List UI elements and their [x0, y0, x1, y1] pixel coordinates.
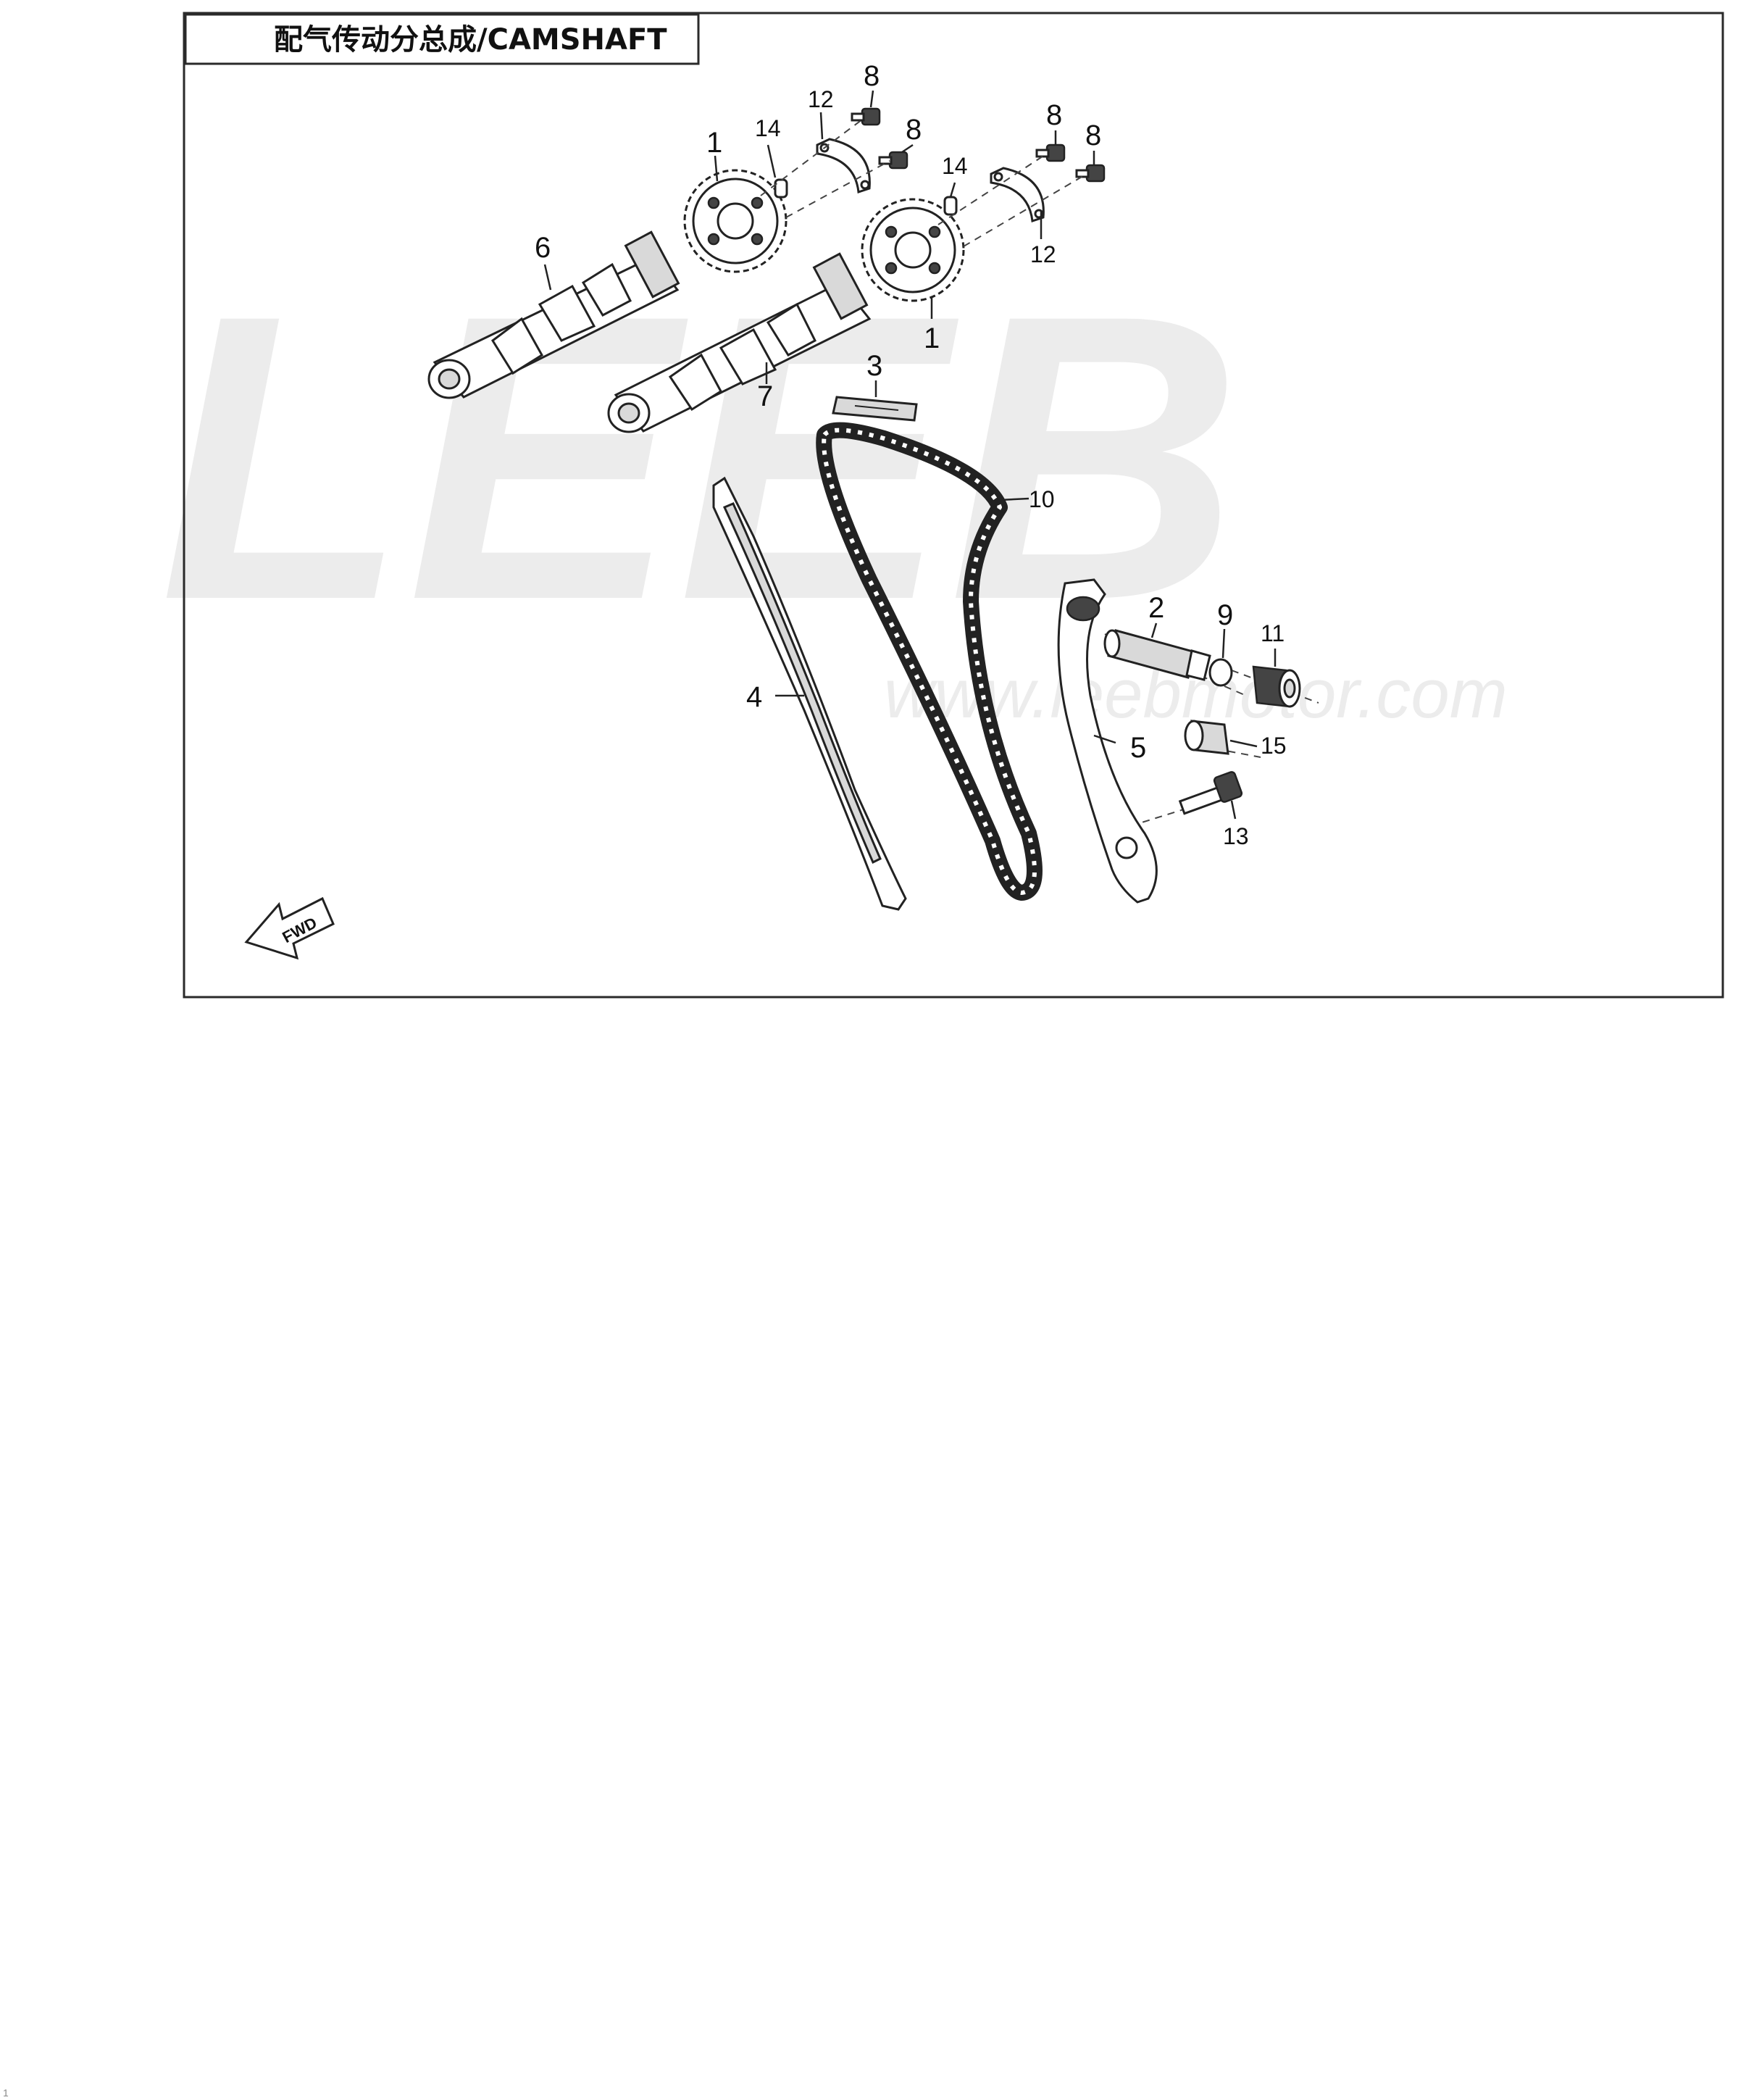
- cam-sprocket-1-upper: [683, 169, 788, 273]
- callout-4: 4: [746, 681, 762, 713]
- watermark: LEEB www.leebmotor.com: [159, 230, 1508, 733]
- plate-12-lower: [990, 167, 1045, 223]
- callouts: 1 1 2 3 4 5 6 7 8 8 8 8 9 10 11 12 12 13…: [535, 60, 1287, 849]
- leader-lines: [543, 90, 1277, 820]
- callout-1-upper: 1: [706, 127, 722, 159]
- assembly-dash-lines: [760, 119, 1319, 827]
- bolt-8-c: [1035, 143, 1066, 162]
- collar-11: [1252, 665, 1301, 708]
- sleeve-15: [1184, 720, 1229, 755]
- callout-6: 6: [535, 232, 551, 264]
- callout-11: 11: [1261, 620, 1285, 646]
- callout-12-lower: 12: [1030, 241, 1056, 267]
- callout-1-lower: 1: [924, 322, 940, 354]
- chain-guide-4: [712, 476, 907, 911]
- tensioner-arm-5: [1057, 578, 1158, 904]
- bolt-8-d: [1075, 164, 1106, 183]
- guide-3: [832, 396, 918, 422]
- camshaft-7: [607, 252, 872, 433]
- bolt-8-a: [851, 107, 881, 126]
- callout-12-upper: 12: [808, 86, 834, 112]
- callout-14-upper: 14: [755, 115, 781, 141]
- bolt-8-b: [878, 151, 908, 170]
- callout-8-d: 8: [1085, 120, 1101, 151]
- callout-8-a: 8: [864, 60, 880, 92]
- dowel-pin-14-lower: [943, 196, 958, 216]
- callout-7: 7: [757, 380, 773, 412]
- bolt-13: [1178, 771, 1243, 815]
- pivot-pin-2: [1103, 629, 1211, 681]
- callout-8-b: 8: [906, 114, 922, 146]
- callout-10: 10: [1029, 486, 1055, 512]
- camshaft-6: [427, 230, 680, 399]
- callout-2: 2: [1148, 592, 1164, 624]
- callout-14-lower: 14: [942, 153, 968, 179]
- page-title: 配气传动分总成/CAMSHAFT: [274, 23, 667, 57]
- page-number: 1: [3, 2087, 9, 2099]
- callout-5: 5: [1130, 732, 1146, 764]
- timing-chain-10: [816, 422, 1043, 901]
- callout-8-c: 8: [1046, 99, 1062, 131]
- callout-15: 15: [1261, 733, 1287, 759]
- dowel-pin-14-upper: [774, 178, 788, 199]
- diagram-frame: [183, 12, 1724, 999]
- callout-13: 13: [1223, 823, 1249, 849]
- fwd-arrow: FWD: [244, 896, 335, 960]
- callout-9: 9: [1217, 599, 1233, 631]
- title-box: 配气传动分总成/CAMSHAFT: [184, 13, 700, 65]
- o-ring-9: [1208, 658, 1233, 687]
- callout-3: 3: [866, 350, 882, 382]
